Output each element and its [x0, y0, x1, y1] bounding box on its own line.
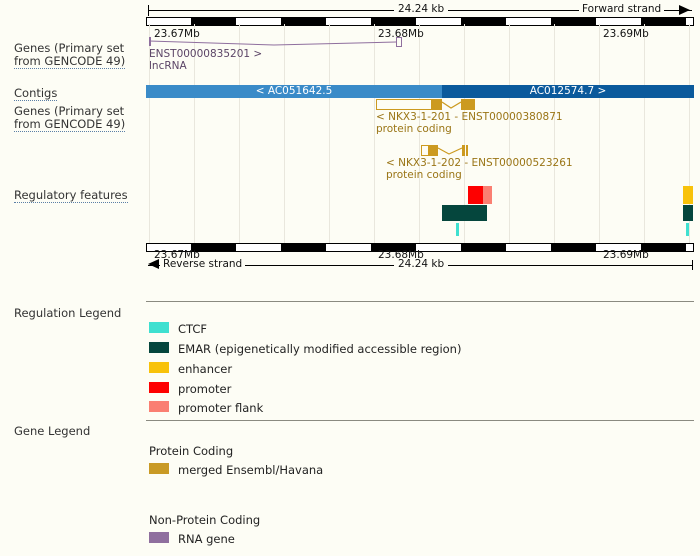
regulatory-emar[interactable] — [442, 205, 487, 221]
top-scale-kb-label: 24.24 kb — [394, 3, 449, 15]
bottom-ruler-bar — [146, 243, 694, 252]
track-label-genes-top-text: Genes (Primary set from GENCODE 49) — [14, 41, 126, 69]
legend-swatch-promoter-flank — [149, 401, 169, 412]
legend-label-emar: EMAR (epigenetically modified accessible… — [178, 342, 462, 356]
gridline — [644, 24, 645, 250]
track-label-genes-bottom-text: Genes (Primary set from GENCODE 49) — [14, 104, 126, 132]
nkx3-1-202-intron — [438, 147, 462, 155]
bottom-scale-kb-label: 24.24 kb — [394, 258, 449, 270]
legend-label-promoter: promoter — [178, 382, 232, 396]
nkx3-1-201-intron — [442, 101, 461, 109]
ruler-tick-label: 23.67Mb — [154, 28, 200, 40]
reverse-strand-label: Reverse strand — [160, 258, 246, 270]
ruler-tick-label: 23.69Mb — [603, 28, 649, 40]
regulatory-ctcf-right[interactable] — [686, 223, 689, 236]
gridline — [419, 24, 420, 250]
track-label-regulatory[interactable]: Regulatory features — [14, 189, 128, 203]
nkx3-1-202-coding-exon-3[interactable] — [466, 145, 468, 156]
legend-label-promoter-flank: promoter flank — [178, 401, 264, 415]
gridline — [599, 24, 600, 250]
regulatory-promoter-flank[interactable] — [483, 186, 492, 204]
nkx3-1-202-coding-exon-1[interactable] — [429, 145, 438, 156]
regulatory-enhancer-right[interactable] — [683, 186, 693, 204]
gene-legend-heading-non-protein-coding: Non-Protein Coding — [149, 513, 261, 527]
lncrna-label[interactable]: ENST00000835201 > lncRNA — [149, 48, 263, 72]
contig-ac051642[interactable]: < AC051642.5 — [146, 85, 442, 98]
gene-legend-heading-protein-coding: Protein Coding — [149, 444, 234, 458]
nkx3-1-201-utr-exon[interactable] — [376, 99, 432, 110]
forward-strand-arrow-icon — [679, 5, 690, 15]
gridline — [374, 24, 375, 250]
track-label-regulatory-text: Regulatory features — [14, 188, 128, 203]
gridline — [284, 24, 285, 250]
lncrna-exon-box[interactable] — [396, 37, 402, 47]
top-scale-left-tick — [148, 5, 149, 16]
track-label-genes-bottom[interactable]: Genes (Primary set from GENCODE 49) — [14, 104, 126, 132]
legend-swatch-rna-gene — [149, 532, 169, 543]
gridline — [509, 24, 510, 250]
nkx3-1-201-coding-exon-1[interactable] — [432, 99, 442, 110]
regulatory-promoter[interactable] — [468, 186, 483, 204]
legend-label-rna-gene: RNA gene — [178, 532, 235, 546]
top-ruler-bar — [146, 17, 694, 26]
regulatory-emar-right[interactable] — [683, 205, 693, 221]
regulatory-ctcf[interactable] — [456, 223, 459, 236]
gridline — [239, 24, 240, 250]
lncrna-intron-line — [149, 40, 397, 46]
genome-browser-panel[interactable]: 24.24 kb Forward strand 23.67Mb 23.68Mb … — [146, 0, 694, 270]
nkx3-1-201-coding-exon-2[interactable] — [461, 99, 475, 110]
gene-legend-title: Gene Legend — [14, 424, 91, 438]
regulation-legend-title: Regulation Legend — [14, 306, 122, 320]
contig-ac012574[interactable]: AC012574.7 > — [442, 85, 694, 98]
legend-swatch-promoter — [149, 382, 169, 393]
legend-label-ctcf: CTCF — [178, 322, 208, 336]
track-label-genes-top[interactable]: Genes (Primary set from GENCODE 49) — [14, 41, 126, 69]
legend-swatch-ctcf — [149, 322, 169, 333]
bottom-scale-right-tick — [692, 260, 693, 270]
gridline — [554, 24, 555, 250]
track-label-contigs-text: Contigs — [14, 86, 58, 101]
gene-legend-divider — [146, 420, 694, 421]
reverse-strand-arrow-icon — [148, 259, 159, 269]
legend-swatch-enhancer — [149, 362, 169, 373]
nkx3-1-201-label[interactable]: < NKX3-1-201 - ENST00000380871 protein c… — [376, 111, 563, 135]
regulation-legend-divider — [146, 301, 694, 302]
legend-swatch-emar — [149, 342, 169, 353]
gridline — [464, 24, 465, 250]
ruler-tick-label-bottom: 23.69Mb — [603, 249, 649, 261]
nkx3-1-202-label[interactable]: < NKX3-1-202 - ENST00000523261 protein c… — [386, 157, 573, 181]
nkx3-1-202-coding-exon-2[interactable] — [462, 145, 465, 156]
ruler-tick-label: 23.68Mb — [378, 28, 424, 40]
forward-strand-label: Forward strand — [579, 3, 665, 15]
gridline — [329, 24, 330, 250]
gridline — [149, 24, 150, 250]
legend-label-enhancer: enhancer — [178, 362, 233, 376]
gridline — [689, 24, 690, 250]
gridline — [194, 24, 195, 250]
nkx3-1-202-utr-exon[interactable] — [421, 145, 429, 156]
legend-swatch-merged-ensembl-havana — [149, 463, 169, 474]
legend-label-merged-ensembl-havana: merged Ensembl/Havana — [178, 463, 324, 477]
track-label-contigs[interactable]: Contigs — [14, 86, 58, 101]
